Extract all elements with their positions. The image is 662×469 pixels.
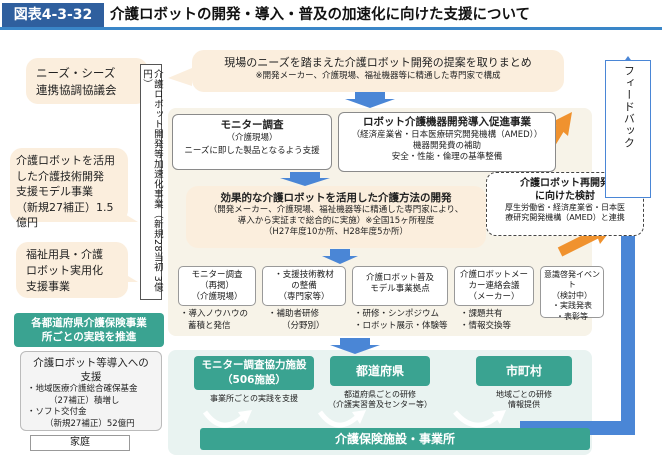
down-arrow-1	[345, 92, 395, 108]
prefecture-promotion-banner: 各都道府県介護保険事業 所ごとの実践を推進	[14, 313, 164, 347]
activity-monitor-survey-bullets: ・導入ノウハウの 蓄積と発信	[180, 309, 249, 332]
curve-arrow-1	[202, 410, 246, 428]
down-arrow-3	[322, 249, 358, 264]
activity-monitor-survey: モニター調査 （再掲） （介護現場）	[178, 266, 256, 306]
model-project: 介護ロボットを活用 した介護技術開発 支援モデル事業 （新規27補正）1.5億円	[10, 148, 128, 229]
activity-model-project-base-bullets: ・研修・シンポジウム ・ロボット展示・体験等	[354, 309, 448, 332]
down-arrow-2	[280, 172, 330, 186]
care-facilities-bar: 介護保険施設・事業所	[200, 428, 590, 450]
activity-teaching-materials-bullets: ・補助者研修 （分野別）	[268, 309, 325, 332]
curve-arrow-3	[453, 410, 500, 428]
curve-arrow-2	[317, 410, 360, 428]
monitor-survey-box: モニター調査 （介護現場） ニーズに即した製品となるよう支援	[172, 114, 332, 170]
prefecture-label: 都道府県	[355, 364, 404, 378]
home-label: 家庭	[70, 437, 90, 448]
down-arrow-4	[330, 338, 380, 354]
activity-maker-liaison-bullets: ・課題共有 ・情報交換等	[460, 309, 512, 332]
orange-arrow-up-head	[552, 112, 572, 136]
municipality-box: 市町村	[476, 356, 572, 386]
proposal-summary: 現場のニーズを踏まえた介護ロボット開発の提案を取りまとめ ※開発メーカー、介護現…	[192, 50, 564, 92]
activity-model-project-base: 介護ロボット普及 モデル事業拠点	[352, 266, 448, 306]
home-box: 家庭	[30, 435, 130, 451]
prefecture-note: 都道府県ごとの研修 （介護実習普及センター等）	[328, 390, 432, 410]
municipality-label: 市町村	[505, 364, 542, 378]
development-promotion-box: ロボット介護機器開発導入促進事業 （経済産業省・日本医療研究開発機構（AMED）…	[338, 112, 556, 172]
acceleration-project-text: 介護ロボット開発等加速化事業（新規28当初 3億円）	[141, 69, 163, 293]
page-title: 介護ロボットの開発・導入・普及の加速化に向けた支援について	[110, 7, 531, 23]
feedback-label: フィードバック	[605, 60, 651, 198]
monitor-cooperation-facilities: モニター調査協力施設 （506施設）	[194, 356, 314, 390]
robot-introduction-support: 介護ロボット等導入への 支援 ・地域医療介護総合確保基金 （27補正）積増し ・…	[20, 351, 162, 431]
municipality-note: 地域ごとの研修 情報提供	[496, 390, 552, 410]
proposal-pointer	[168, 68, 192, 86]
feedback-text: フィードバック	[622, 65, 636, 149]
monitor-facility-note: 事業所ごとの実践を支援	[210, 394, 298, 403]
title-bar	[0, 0, 662, 30]
welfare-equipment-project: 福祉用具・介護 ロボット実用化 支援事業	[16, 242, 128, 298]
activity-teaching-materials: ・支援技術教材 の整備 （専門家等）	[262, 266, 346, 306]
acceleration-project-label: 介護ロボット開発等加速化事業（新規28当初 3億円）	[140, 64, 163, 300]
care-facilities-label: 介護保険施設・事業所	[334, 432, 455, 446]
activity-maker-liaison: 介護ロボットメー カー連絡会議 （メーカー）	[454, 266, 534, 306]
activity-awareness-event: 意識啓発イベント （検討中） ・実践発表 ・表彰等	[540, 266, 604, 321]
curve-arrow-3-head	[492, 410, 506, 424]
figure-number: 図表4-3-32	[2, 3, 104, 27]
curve-arrow-1-head	[238, 410, 252, 424]
needs-seeds-council: ニーズ・シーズ 連携協調協議会	[26, 58, 148, 104]
curve-arrow-2-head	[352, 410, 366, 424]
prefecture-box: 都道府県	[330, 356, 430, 386]
effective-method-development: 効果的な介護ロボットを活用した介護方法の開発 （開発メーカー、介護現場、福祉機器…	[186, 186, 486, 248]
